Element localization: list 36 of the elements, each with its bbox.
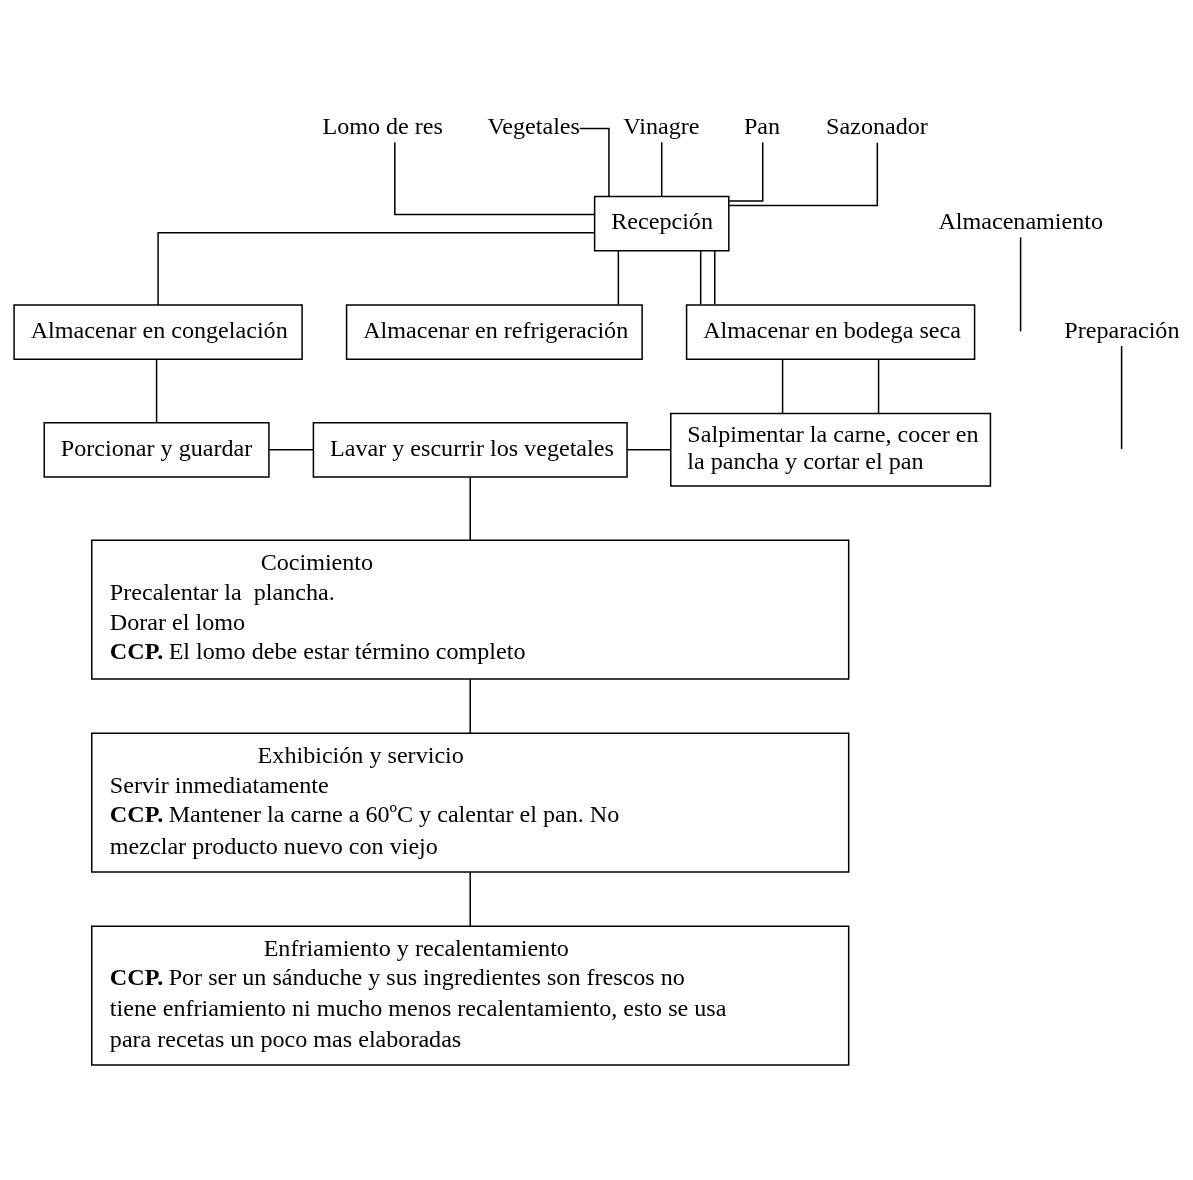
node-box: Lavar y escurrir los vegetales (312, 421, 628, 478)
node-box: Almacenar en congelación (13, 304, 303, 361)
node-box: Recepción (593, 195, 730, 252)
node-text: Vegetales (487, 113, 580, 140)
connector (1120, 345, 1123, 450)
connector (469, 871, 471, 927)
connector (781, 358, 784, 415)
connector (157, 231, 596, 306)
connector (155, 358, 158, 423)
node-box: Almacenar en refrigeración (345, 304, 643, 361)
node-box: Almacenar en bodega seca (685, 304, 976, 361)
connector (626, 449, 672, 451)
node-text: Vinagre (623, 113, 700, 140)
connector (728, 141, 764, 202)
connector (469, 678, 471, 734)
node-box: Porcionar y guardar (43, 421, 270, 478)
node-text: Lomo de res (322, 113, 443, 140)
node-box: Enfriamiento y recalentamiento CCP. Por ser un sánduche y sus ingredientes son frescos no tiene enfriamiento ni mucho menos recalentamiento, esto se usa para recetas un poco mas elaboradas (91, 925, 850, 1066)
connector (394, 141, 596, 216)
node-text: Pan (743, 113, 781, 140)
node-box: Exhibición y servicio Servir inmediatamente CCP. Mantener la carne a 60ºC y calentar el pan. No mezclar producto nuevo con viejo (91, 732, 850, 873)
connector (578, 127, 610, 197)
node-box: Salpimentar la carne, cocer en la pancha y cortar el pan (670, 412, 992, 487)
node-text: Preparación (1064, 316, 1180, 343)
connector (617, 250, 620, 306)
connector (660, 141, 663, 198)
connector (1019, 236, 1022, 333)
connector (469, 476, 471, 541)
connector (268, 449, 315, 451)
connector (877, 358, 880, 415)
node-box: Cocimiento Precalentar la plancha. Dorar el lomo CCP. El lomo debe estar término completo (91, 539, 850, 680)
connector (728, 141, 879, 207)
node-text: Sazonador (826, 113, 928, 140)
connector (714, 250, 716, 306)
connector (699, 250, 702, 306)
node-text: Almacenamiento (938, 208, 1104, 235)
